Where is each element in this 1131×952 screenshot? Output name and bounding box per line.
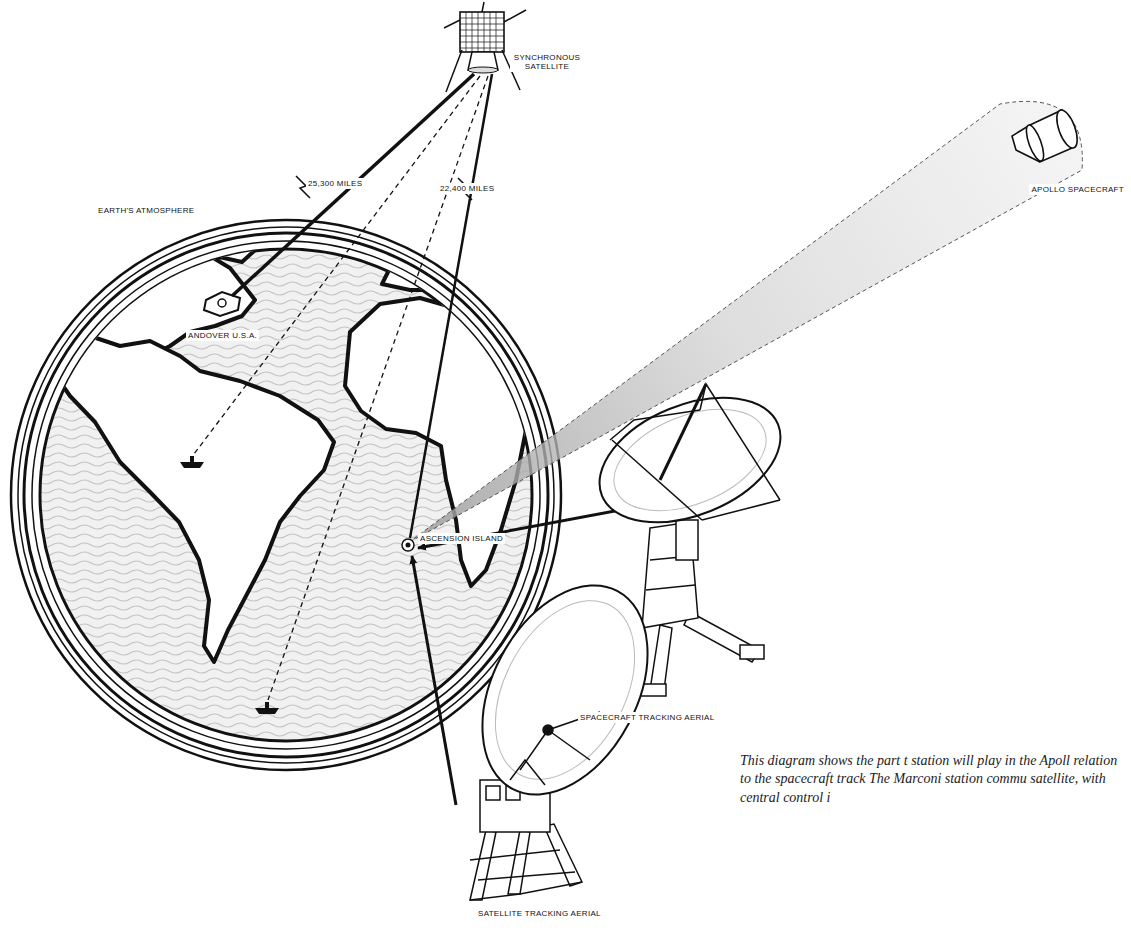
tracking-ship (180, 456, 204, 468)
spacecraft-label: APOLLO SPACECRAFT (1029, 184, 1126, 195)
distance-label: 25,300 MILES (306, 178, 364, 189)
tracking-ship (255, 702, 279, 714)
place-label: ANDOVER U.S.A. (186, 330, 259, 341)
tracking-beam (408, 101, 1082, 543)
pointer-arrow (412, 556, 456, 805)
apollo-spacecraft (1012, 107, 1081, 162)
atmosphere-label: EARTH'S ATMOSPHERE (96, 205, 196, 216)
greenland (200, 206, 272, 262)
place-label: ASCENSION ISLAND (418, 533, 505, 544)
africa (345, 298, 536, 586)
british-isles (372, 240, 392, 264)
aerial-label: SPACECRAFT TRACKING AERIAL (578, 712, 717, 723)
synchronous-satellite (444, 2, 526, 92)
satellite-label: SYNCHRONOUS SATELLITE (510, 52, 584, 72)
europe (382, 232, 508, 294)
ascension-marker (402, 539, 414, 551)
satellite-tracking-aerial (449, 557, 681, 900)
south-america (52, 336, 334, 662)
earth-globe (11, 206, 561, 770)
distance-label: 22,400 MILES (438, 183, 496, 194)
caption: This diagram shows the part t station wi… (740, 752, 1124, 807)
aerial-label: SATELLITE TRACKING AERIAL (476, 908, 603, 919)
satellite-links (194, 74, 492, 700)
